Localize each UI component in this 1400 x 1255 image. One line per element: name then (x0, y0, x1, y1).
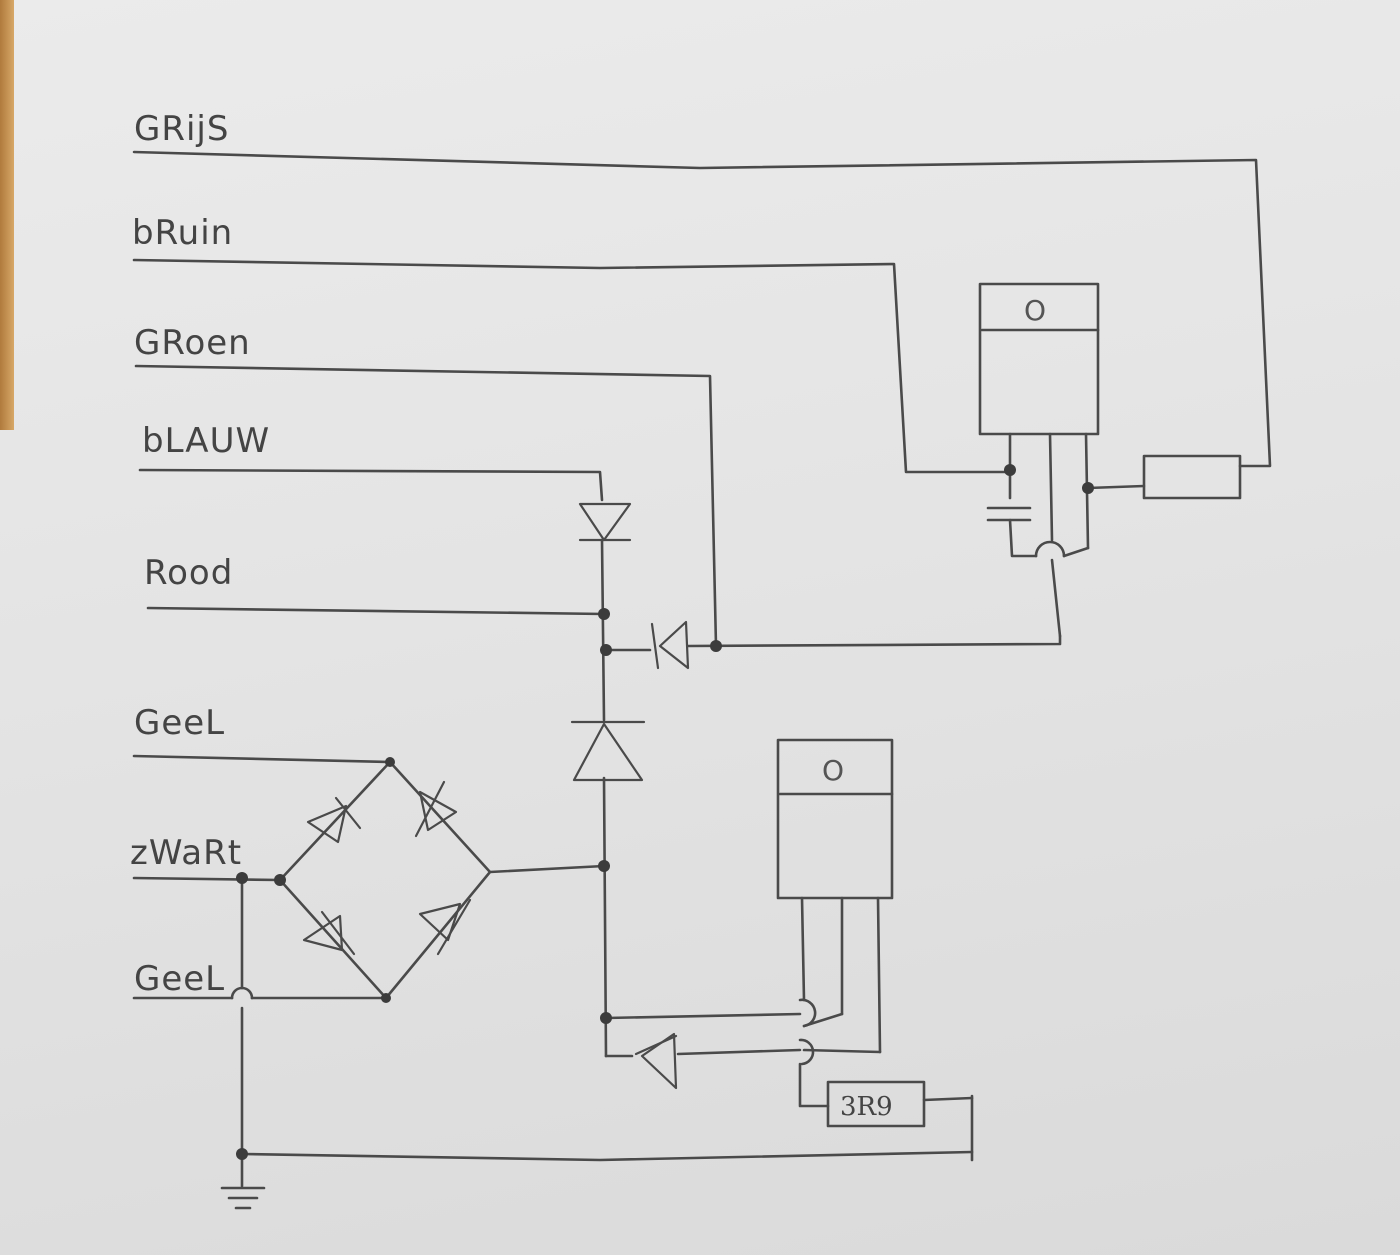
junction-bridge-bottom (381, 993, 391, 1003)
resistor-value: 3R9 (840, 1092, 893, 1122)
junction-lower (600, 1012, 612, 1024)
upper-transistor: O (978, 282, 1146, 638)
main-bus-upper (600, 538, 606, 722)
label-geel-top: GeeL (134, 703, 225, 743)
diode-blauw (578, 502, 632, 542)
junction-groen-left (600, 644, 612, 656)
wire-bus-to-emitter (604, 1012, 802, 1020)
lower-transistor-hole: O (822, 754, 844, 787)
diode-main (570, 720, 646, 782)
label-blauw: bLAUW (142, 421, 270, 461)
junction-resistor (1082, 482, 1094, 494)
junction-ground (236, 1148, 248, 1160)
junction-bridge-left (274, 874, 286, 886)
bridge-diode-1 (306, 796, 362, 844)
junction-zwart (236, 872, 248, 884)
ground-rail (240, 1150, 974, 1162)
wire-to-upper-transistor (686, 634, 1062, 648)
bridge-diode-3 (302, 910, 356, 956)
label-rood: Rood (144, 553, 233, 593)
wire-geel-top (132, 754, 392, 764)
wire-crossover (230, 986, 254, 1000)
label-zwart: zWaRt (130, 833, 242, 873)
wire-blauw (138, 468, 604, 502)
junction-bruin (1004, 464, 1016, 476)
junction-bridge-top (385, 757, 395, 767)
wire-lower-diode-out (676, 1048, 802, 1056)
main-bus-lower (602, 776, 608, 1058)
label-geel-bottom: GeeL (134, 959, 225, 999)
upper-transistor-body (978, 282, 1100, 436)
label-groen: GRoen (134, 323, 251, 363)
diode-lower (634, 1032, 678, 1090)
label-grijs: GRijS (134, 109, 229, 149)
resistor-3r9 (826, 1080, 926, 1128)
junctions (236, 464, 1094, 1160)
junction-bridge (598, 860, 610, 872)
wire-groen (134, 364, 718, 648)
upper-transistor-hole: O (1024, 294, 1046, 327)
wire-hop-1b (802, 1012, 844, 1028)
bridge-output (488, 864, 606, 874)
lower-transistor: O (776, 738, 894, 1054)
bridge-diode-2 (414, 780, 458, 838)
bridge-rectifier (278, 760, 492, 1000)
wire-hop-2 (798, 1038, 815, 1066)
wire-rood (146, 606, 606, 616)
wire-collector (802, 1048, 882, 1054)
page-edge (0, 0, 14, 430)
ground-symbol (220, 1152, 266, 1210)
diode-groen (650, 620, 690, 670)
upper-resistor (1142, 454, 1242, 500)
wire-resistor-out (922, 1096, 974, 1102)
wire-zwart (132, 876, 282, 882)
wire-to-resistor (798, 1062, 830, 1108)
label-bruin: bRuin (132, 213, 233, 253)
wire-bruin (132, 258, 1012, 474)
bridge-diode-4 (418, 898, 472, 956)
junction-rood (598, 608, 610, 620)
lower-transistor-body (776, 738, 894, 900)
wire-grijs (132, 150, 1272, 468)
junction-groen-right (710, 640, 722, 652)
